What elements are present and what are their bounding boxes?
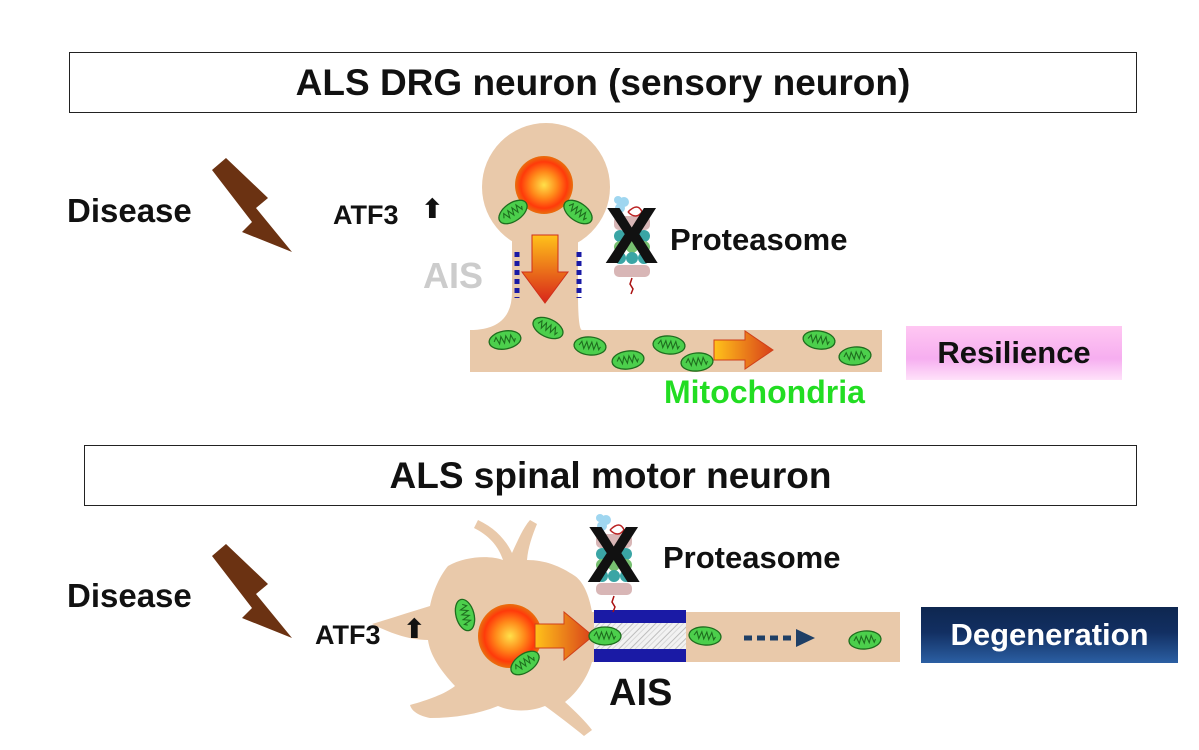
up-arrow-icon: ⬆ bbox=[403, 614, 426, 644]
degeneration-badge: Degeneration bbox=[921, 607, 1178, 663]
inhibition-x-mark: X bbox=[587, 510, 641, 599]
nucleus bbox=[515, 156, 573, 214]
up-arrow-icon: ⬆ bbox=[421, 194, 444, 224]
inhibition-x-mark: X bbox=[605, 191, 659, 280]
title-motor-neuron: ALS spinal motor neuron bbox=[84, 445, 1137, 506]
disease-label: Disease bbox=[67, 192, 192, 229]
ais-block bbox=[588, 610, 686, 662]
lightning-icon bbox=[212, 544, 292, 638]
ais-markers-top bbox=[514, 252, 582, 298]
ais-label: AIS bbox=[423, 255, 484, 296]
lightning-icon bbox=[212, 158, 292, 252]
title-drg-neuron: ALS DRG neuron (sensory neuron) bbox=[69, 52, 1137, 113]
atf3-label: ATF3 bbox=[315, 620, 381, 650]
atf3-label: ATF3 bbox=[333, 200, 399, 230]
ais-label: AIS bbox=[609, 672, 673, 714]
resilience-badge: Resilience bbox=[906, 326, 1122, 380]
transport-arrow-down bbox=[521, 234, 569, 304]
proteasome-label: Proteasome bbox=[663, 540, 841, 575]
impaired-transport-arrow bbox=[744, 629, 815, 647]
proteasome-label: Proteasome bbox=[670, 222, 848, 257]
transport-arrow-right bbox=[534, 610, 594, 662]
mitochondria-label: Mitochondria bbox=[664, 374, 865, 410]
disease-label: Disease bbox=[67, 577, 192, 614]
transport-arrow-right bbox=[713, 330, 774, 370]
